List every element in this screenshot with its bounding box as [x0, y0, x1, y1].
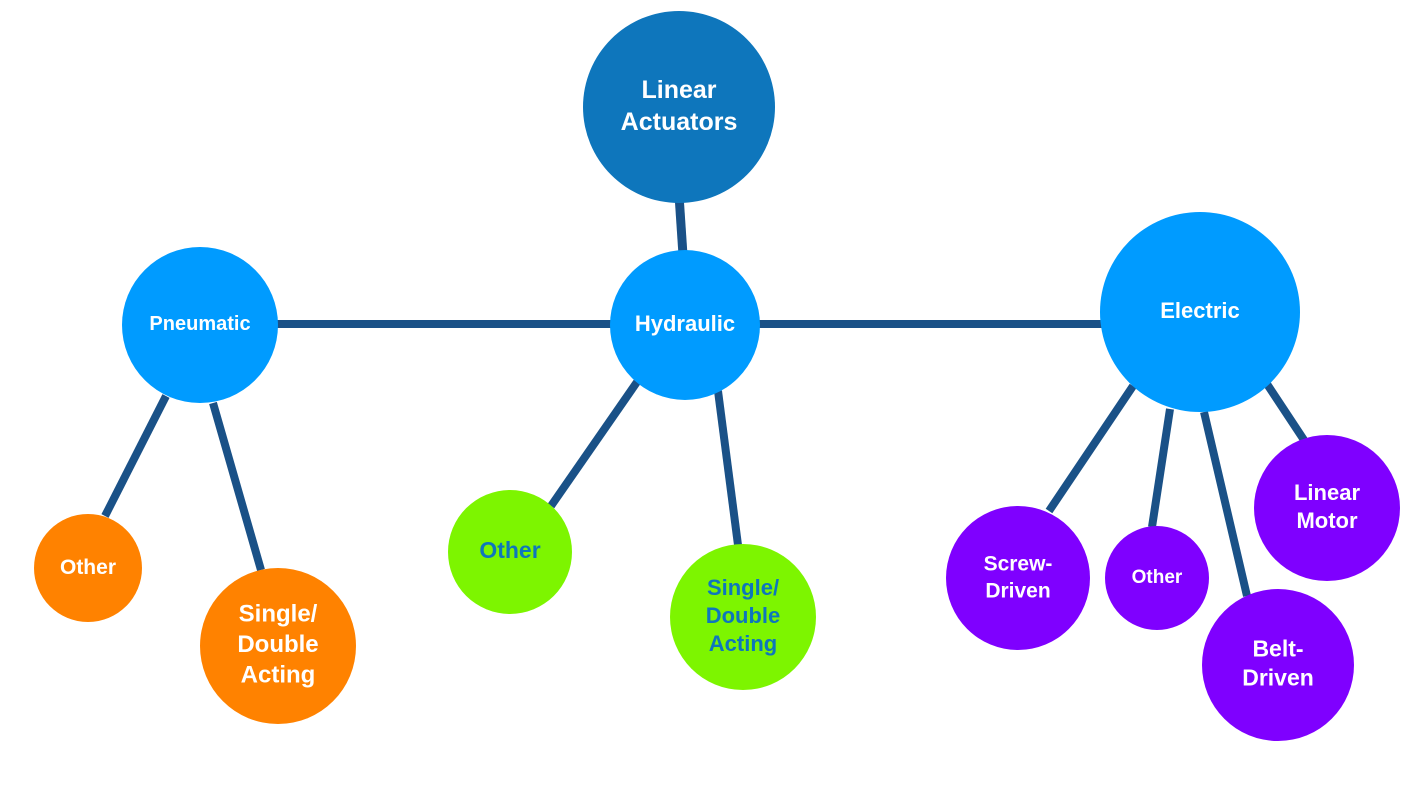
node-electric-belt-driven[interactable]: Belt-Driven: [1202, 589, 1354, 741]
node-pneumatic[interactable]: Pneumatic: [122, 247, 278, 403]
edge-hydraulic-other: [547, 379, 641, 509]
edge-electric-belt-driven: [1200, 411, 1251, 597]
node-pneumatic-other[interactable]: Other: [34, 514, 142, 622]
node-circle-electric-belt-driven[interactable]: [1202, 589, 1354, 741]
node-circle-electric[interactable]: [1100, 212, 1300, 412]
node-circle-root[interactable]: [583, 11, 775, 203]
edge-electric-other: [1148, 408, 1174, 528]
node-circle-hydraulic-single-double-acting[interactable]: [670, 544, 816, 690]
node-circle-hydraulic-other[interactable]: [448, 490, 572, 614]
node-electric[interactable]: Electric: [1100, 212, 1300, 412]
node-hydraulic[interactable]: Hydraulic: [610, 250, 760, 400]
edge-hydraulic-single-double: [714, 390, 742, 546]
node-circle-pneumatic-single-double-acting[interactable]: [200, 568, 356, 724]
edge-layer: [101, 194, 1308, 597]
node-hydraulic-other[interactable]: Other: [448, 490, 572, 614]
edge-electric-screw-driven: [1045, 383, 1137, 514]
node-circle-electric-screw-driven[interactable]: [946, 506, 1090, 650]
edge-pneumatic-other: [101, 394, 170, 518]
edge-electric-linear-motor: [1261, 378, 1308, 443]
node-circle-pneumatic[interactable]: [122, 247, 278, 403]
node-circle-hydraulic[interactable]: [610, 250, 760, 400]
node-circle-pneumatic-other[interactable]: [34, 514, 142, 622]
edge-root-hydraulic: [674, 194, 688, 256]
node-electric-screw-driven[interactable]: Screw-Driven: [946, 506, 1090, 650]
node-circle-electric-other[interactable]: [1105, 526, 1209, 630]
node-electric-other[interactable]: Other: [1105, 526, 1209, 630]
node-circle-electric-linear-motor[interactable]: [1254, 435, 1400, 581]
edge-pneumatic-single-double: [209, 401, 265, 572]
